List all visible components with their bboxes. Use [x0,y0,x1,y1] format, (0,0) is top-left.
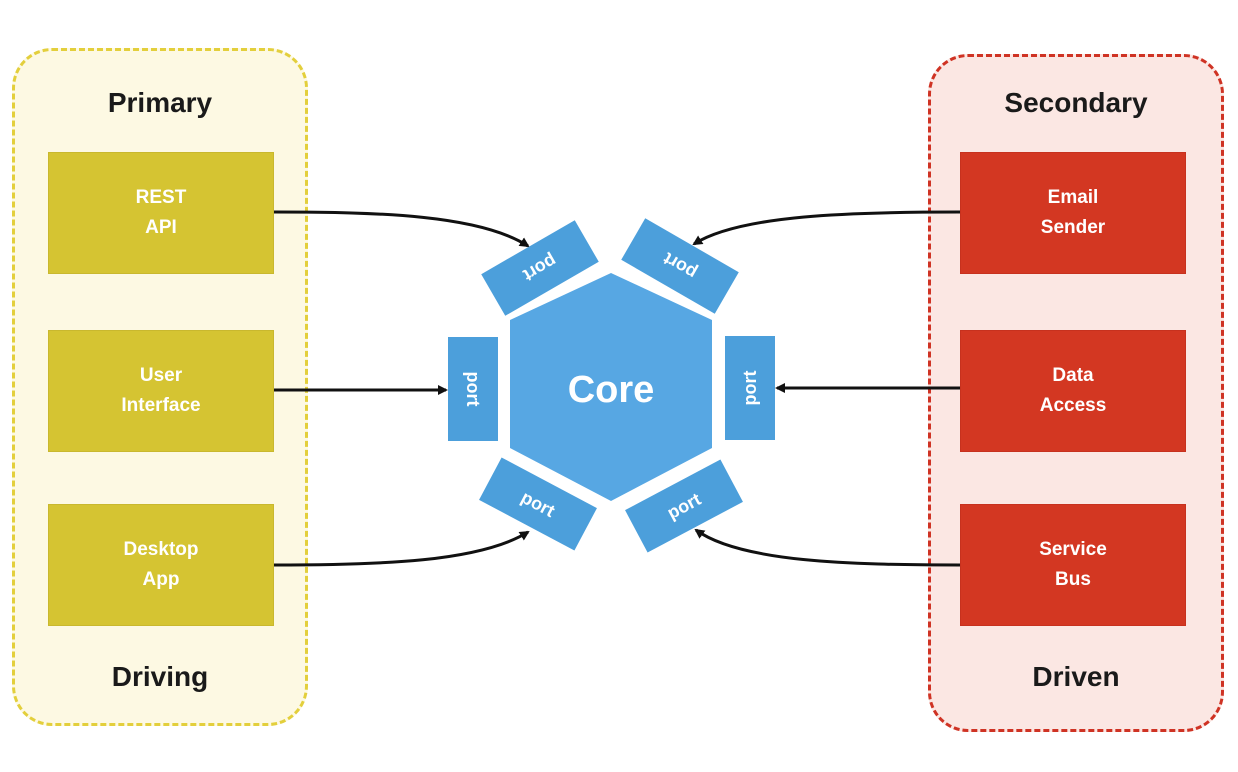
arrow-rest-to-port [273,210,530,248]
adapter-desktop-app: Desktop App [48,504,274,626]
port-label: port [740,371,760,406]
core-hexagon [510,273,712,501]
port-bottom-left: port [479,457,597,551]
driving-label: Driving [111,661,209,692]
core-label: Core [568,369,655,411]
primary-title: Primary [107,87,213,118]
port-label: port [463,372,483,407]
adapter-service-bus: Service Bus [960,504,1186,626]
adapter-user-interface: User Interface [48,330,274,452]
adapter-email-sender: Email Sender [960,152,1186,274]
arrow-bus-to-port [694,528,961,567]
port-right: port [725,336,775,440]
port-left: port [448,337,498,441]
driven-label: Driven [1032,661,1120,692]
adapter-data-access: Data Access [960,330,1186,452]
adapter-rest-api: REST API [48,152,274,274]
arrow-desktop-to-port [273,530,530,567]
port-bottom-right: port [625,459,743,553]
port-top-left: port [481,220,599,316]
arrow-email-to-port [692,210,961,246]
secondary-title: Secondary [1004,87,1148,118]
port-top-right: port [621,218,739,314]
